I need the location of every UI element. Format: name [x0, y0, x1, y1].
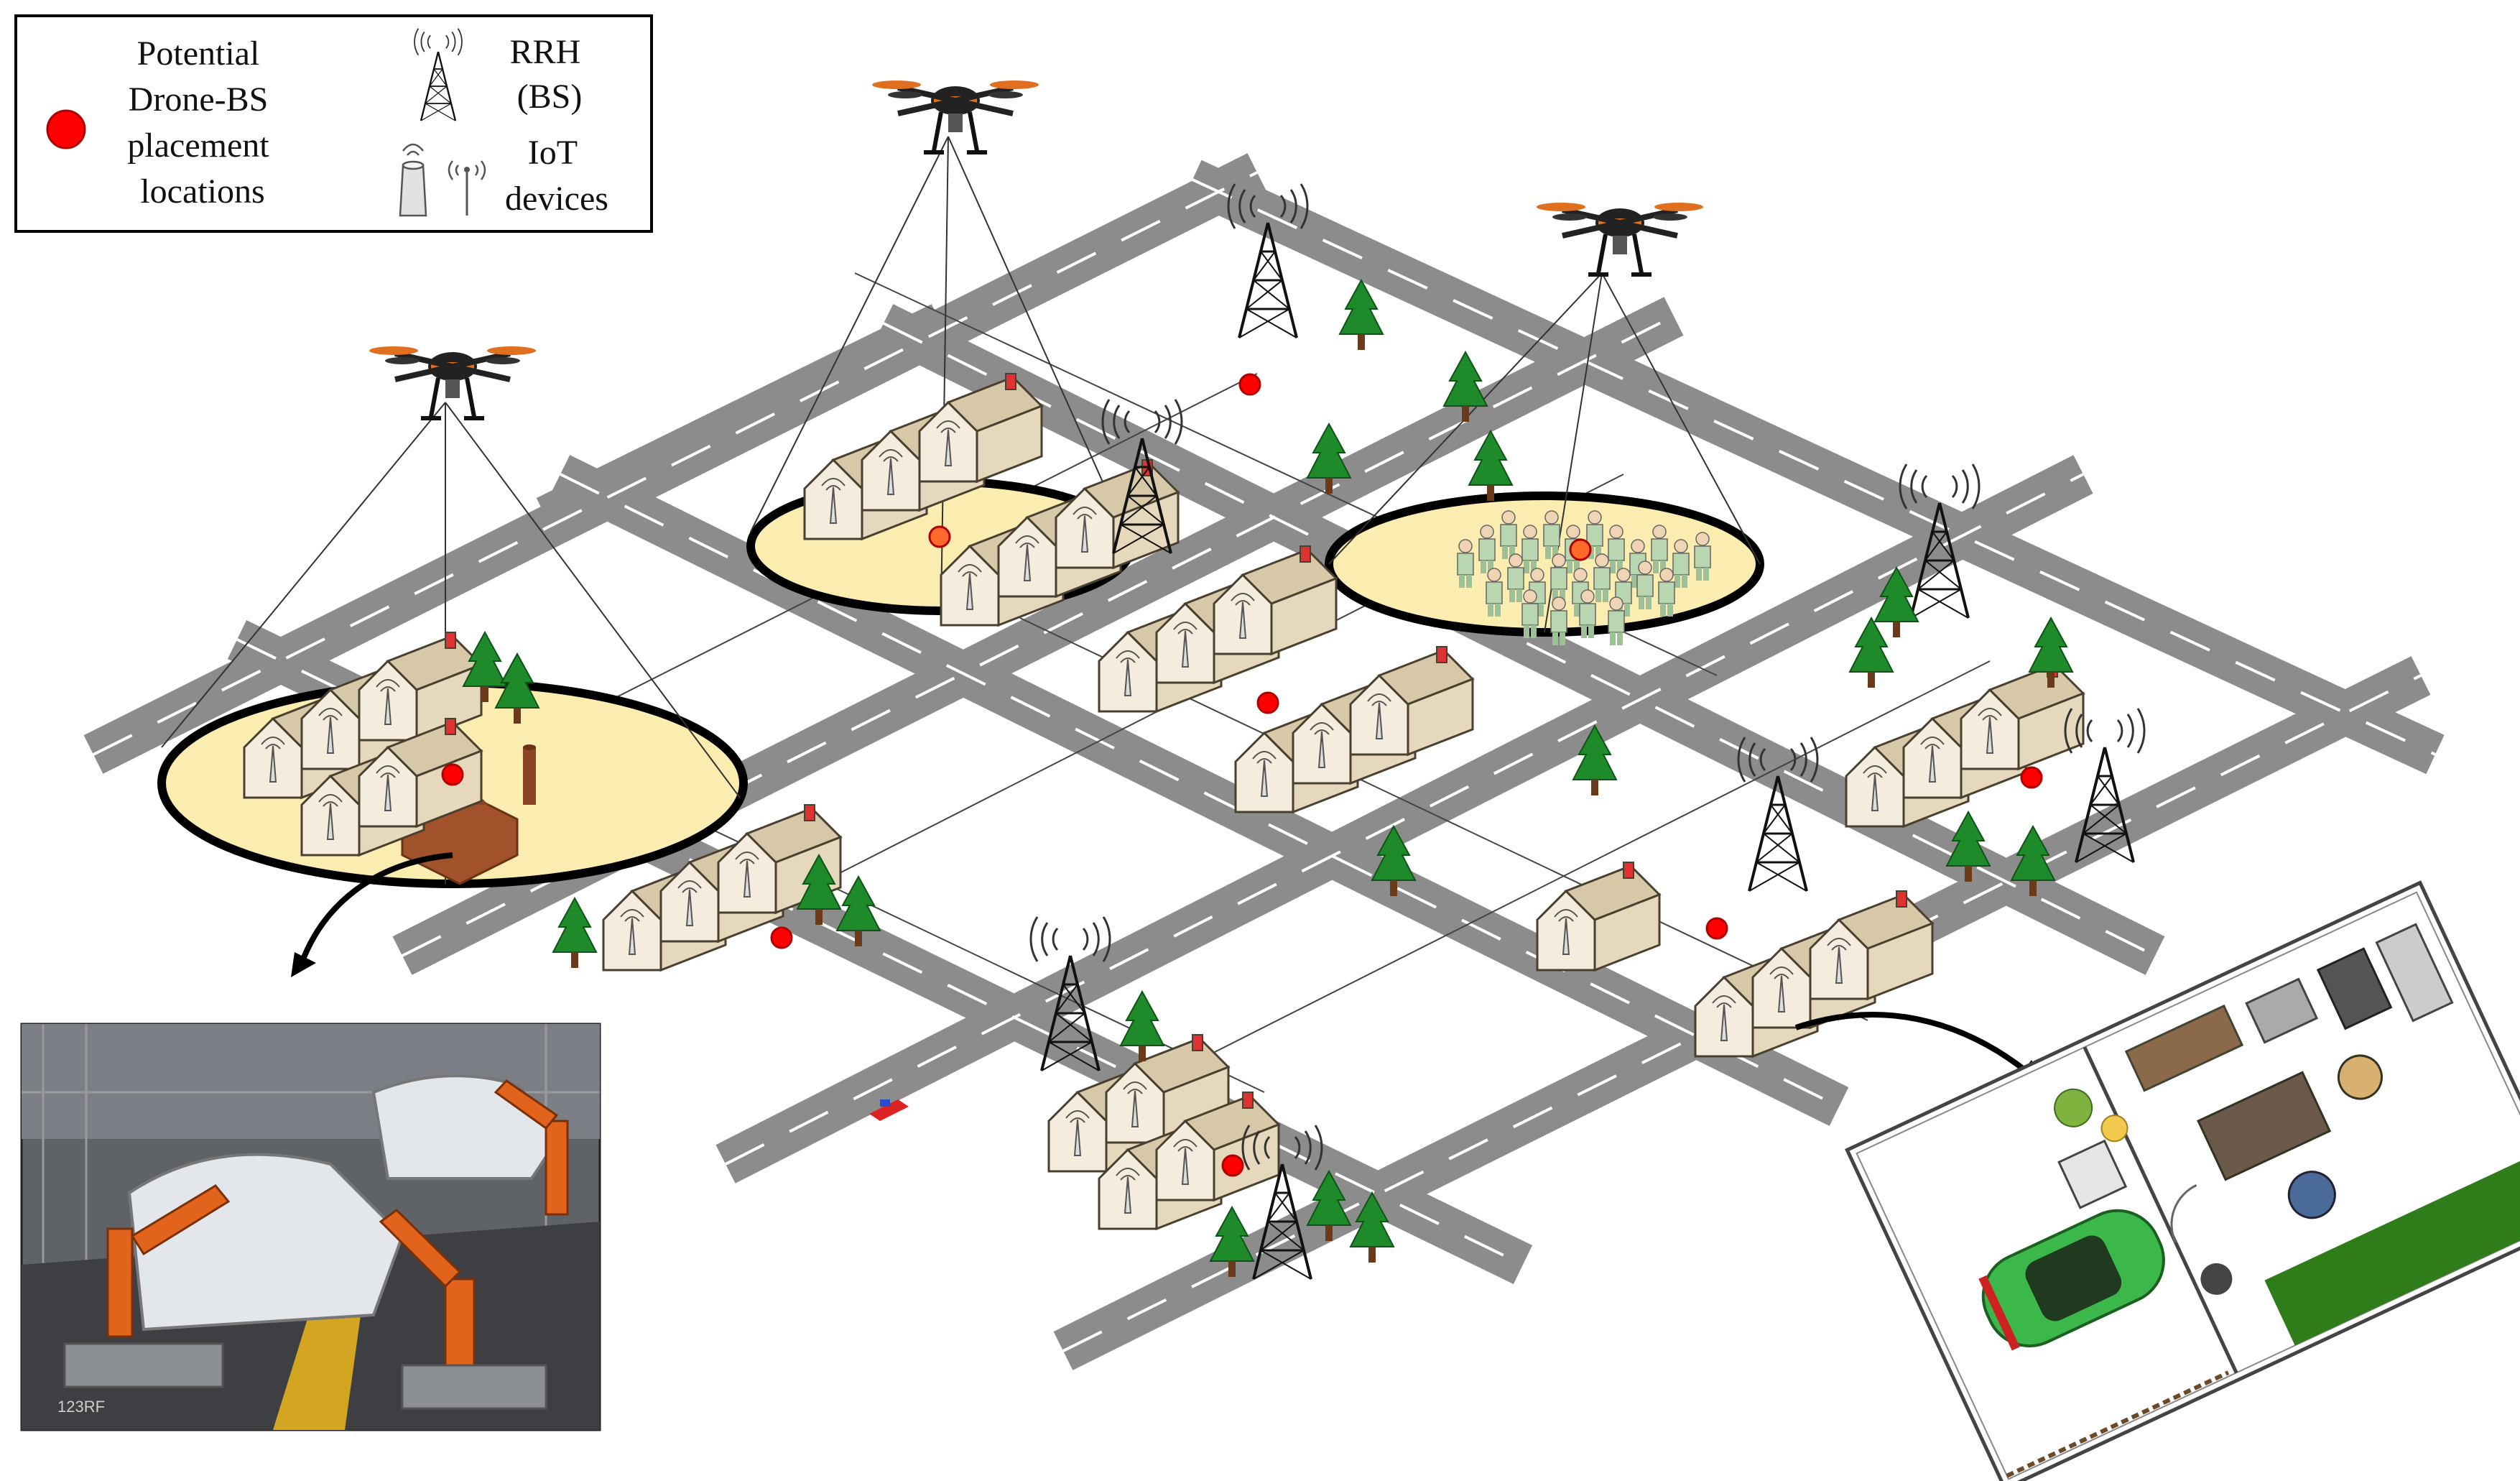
placement-marker [770, 926, 793, 949]
arrow-to-factory-photo [299, 852, 453, 964]
legend-box [14, 14, 653, 233]
placement-markers [441, 373, 2043, 1177]
legend-iot-label: IoT devices [505, 134, 608, 218]
placement-marker [1256, 691, 1279, 714]
placement-marker [928, 525, 951, 548]
legend: Potential Drone-BS placement locations R… [14, 14, 653, 233]
drone-left [369, 346, 536, 418]
drone-center [872, 80, 1039, 152]
placement-marker [1569, 538, 1592, 561]
small-car [869, 1099, 909, 1121]
placement-marker [2020, 766, 2043, 789]
legend-placement-label: Potential Drone-BS placement locations [127, 34, 277, 211]
placement-marker [1705, 917, 1728, 940]
placement-marker [1221, 1154, 1244, 1177]
lawn [2264, 1153, 2520, 1346]
green-car [1978, 1209, 2165, 1351]
placement-marker-icon [46, 109, 86, 149]
legend-rrh-label: RRH (BS) [510, 33, 590, 116]
placement-marker [441, 763, 464, 786]
photo-watermark: 123RF [57, 1398, 105, 1416]
factory-photo: 123RF [20, 1023, 601, 1431]
placement-marker [1238, 373, 1261, 396]
house-floorplan [1845, 880, 2520, 1481]
arrow-to-house-floorplan [1794, 1012, 2028, 1074]
drone-right [1537, 203, 1703, 274]
